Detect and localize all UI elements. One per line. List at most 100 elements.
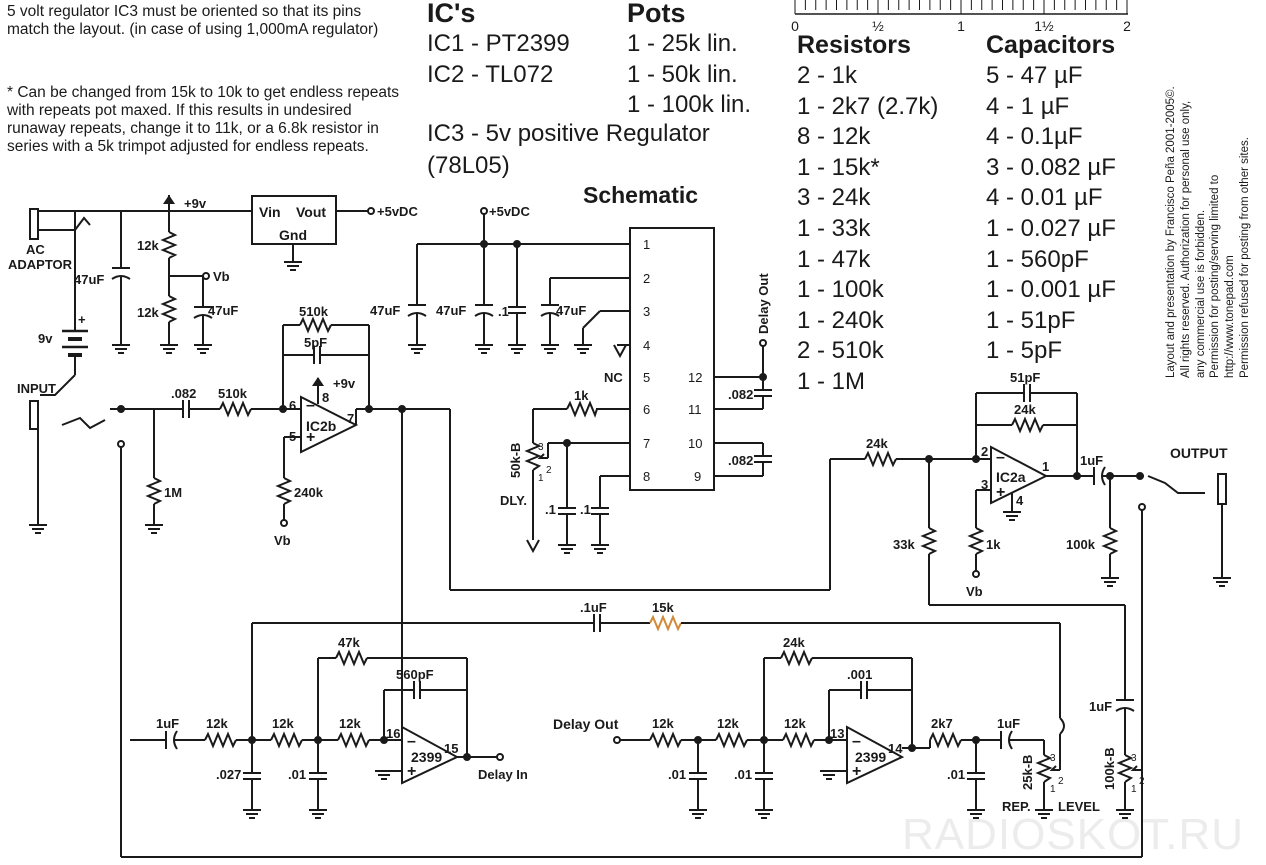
capacitors-list: 5 - 47 µF 4 - 1 µF 4 - 0.1µF 3 - 0.082 µ…	[986, 61, 1116, 367]
resistor-12k	[782, 731, 815, 749]
label-plus9v: +9v	[184, 196, 207, 211]
ground-icon	[1213, 577, 1231, 587]
ground-icon	[574, 344, 592, 354]
pot-item: 1 - 25k lin.	[627, 30, 738, 57]
chip-pin-number: 7	[643, 436, 650, 451]
label-1uf: 1uF	[1080, 453, 1103, 468]
ground-symbols: –+–+–+–+	[29, 261, 1231, 819]
capacitor-item: 1 - 560pF	[986, 245, 1089, 273]
label-c01: .1	[498, 304, 509, 319]
ground-icon	[309, 809, 327, 819]
label-1uf: 1uF	[156, 716, 179, 731]
repeat-note: * Can be changed from 15k to 10k to get …	[7, 84, 400, 155]
ics-list: IC1 - PT2399 IC2 - TL072	[427, 29, 570, 90]
opamp-2399-a	[401, 725, 460, 785]
capacitors-header: Capacitors	[986, 31, 1116, 59]
resistor-12k	[160, 231, 178, 259]
resistor-item: 8 - 12k	[797, 123, 871, 151]
watermark: RADIOSKOT.RU	[902, 810, 1245, 859]
arrow-icon	[312, 377, 324, 386]
pot-pin-label: 2	[546, 465, 552, 476]
ground-icon	[967, 809, 985, 819]
label-027: .027	[216, 767, 241, 782]
label-01: .01	[734, 767, 752, 782]
label-082: .082	[728, 453, 753, 468]
label-input: INPUT	[17, 381, 56, 396]
pin-label: 13	[830, 726, 844, 741]
resistor-12k	[160, 295, 178, 323]
capacitor-item: 1 - 0.001 µF	[986, 276, 1116, 304]
label-plus9v: +9v	[333, 376, 356, 391]
pin-label: 1	[1042, 459, 1049, 474]
ground-icon	[1035, 809, 1053, 819]
label-24k: 24k	[866, 436, 888, 451]
junction-dot	[908, 744, 916, 752]
label-33k: 33k	[893, 537, 915, 552]
ground-icon	[820, 770, 838, 780]
label-240k: 240k	[294, 485, 324, 500]
terminal-node	[280, 519, 288, 527]
ground-icon	[558, 544, 576, 554]
label-output: OUTPUT	[1170, 445, 1228, 461]
regulator-note: 5 volt regulator IC3 must be oriented so…	[7, 3, 379, 38]
label-01: .01	[668, 767, 686, 782]
resistor-12k	[649, 731, 682, 749]
ground-icon	[1003, 511, 1021, 521]
ground-icon	[1101, 577, 1119, 587]
label-gnd: Gnd	[279, 227, 307, 243]
terminal-node	[613, 736, 621, 744]
pin-label: 7	[347, 411, 354, 426]
opamp-polarity-sign: +	[996, 484, 1005, 501]
label-battery-plus: +	[78, 312, 86, 327]
resistor-100k	[1101, 527, 1119, 555]
label-12k: 12k	[339, 716, 361, 731]
terminal-node	[759, 339, 767, 347]
opamp-polarity-sign: +	[306, 429, 315, 446]
label-c01: .1	[580, 502, 591, 517]
chip-pin-number: 10	[688, 436, 702, 451]
label-9v: 9v	[38, 331, 53, 346]
label-47uf: 47uF	[208, 303, 238, 318]
ground-icon	[160, 344, 178, 354]
label-rep: REP.	[1002, 799, 1031, 814]
label-24k: 24k	[783, 635, 805, 650]
resistor-item: 1 - 47k	[797, 245, 871, 273]
terminal-node	[972, 570, 980, 578]
label-vout: Vout	[296, 204, 326, 220]
chip-pin-number: 5	[643, 370, 650, 385]
pot-item: 1 - 100k lin.	[627, 91, 752, 119]
potentiometer-25k	[1035, 754, 1053, 783]
resistor-510k	[219, 400, 252, 418]
resistor-510k	[299, 316, 332, 334]
label-082: .082	[728, 387, 753, 402]
label-2k7: 2k7	[931, 716, 953, 731]
pin-label: 6	[289, 398, 296, 413]
label-1uf: 1uF	[1089, 699, 1112, 714]
label-12k: 12k	[717, 716, 739, 731]
resistor-24k	[1011, 416, 1044, 434]
label-vb: Vb	[213, 269, 230, 284]
label-47uf: 47uF	[74, 272, 104, 287]
ground-icon	[591, 544, 609, 554]
label-24k: 24k	[1014, 402, 1036, 417]
label-nc: NC	[604, 370, 623, 385]
power-section	[29, 195, 375, 396]
ruler-label: 2	[1123, 18, 1131, 34]
pot-pin-label: 3	[538, 442, 544, 453]
resistor-item: 1 - 33k	[797, 214, 871, 242]
label-delay-in: Delay In	[478, 767, 528, 782]
capacitor-item: 3 - 0.082 µF	[986, 153, 1116, 181]
opamp-polarity-sign: –	[306, 397, 315, 414]
terminal-node	[117, 440, 125, 448]
output-stage	[829, 384, 1227, 857]
resistors-list: 2 - 1k 1 - 2k7 (2.7k) 8 - 12k 1 - 15k* 3…	[797, 61, 938, 398]
resistor-1k	[566, 400, 598, 418]
label-001: .001	[847, 667, 872, 682]
capacitor-item: 1 - 51pF	[986, 306, 1076, 334]
chip-ic1	[629, 227, 715, 491]
label-082: .082	[171, 386, 196, 401]
resistor-2k7	[929, 731, 962, 749]
label-2399: 2399	[411, 749, 442, 765]
label-2399: 2399	[855, 749, 886, 765]
label-47uf: 47uF	[556, 303, 586, 318]
